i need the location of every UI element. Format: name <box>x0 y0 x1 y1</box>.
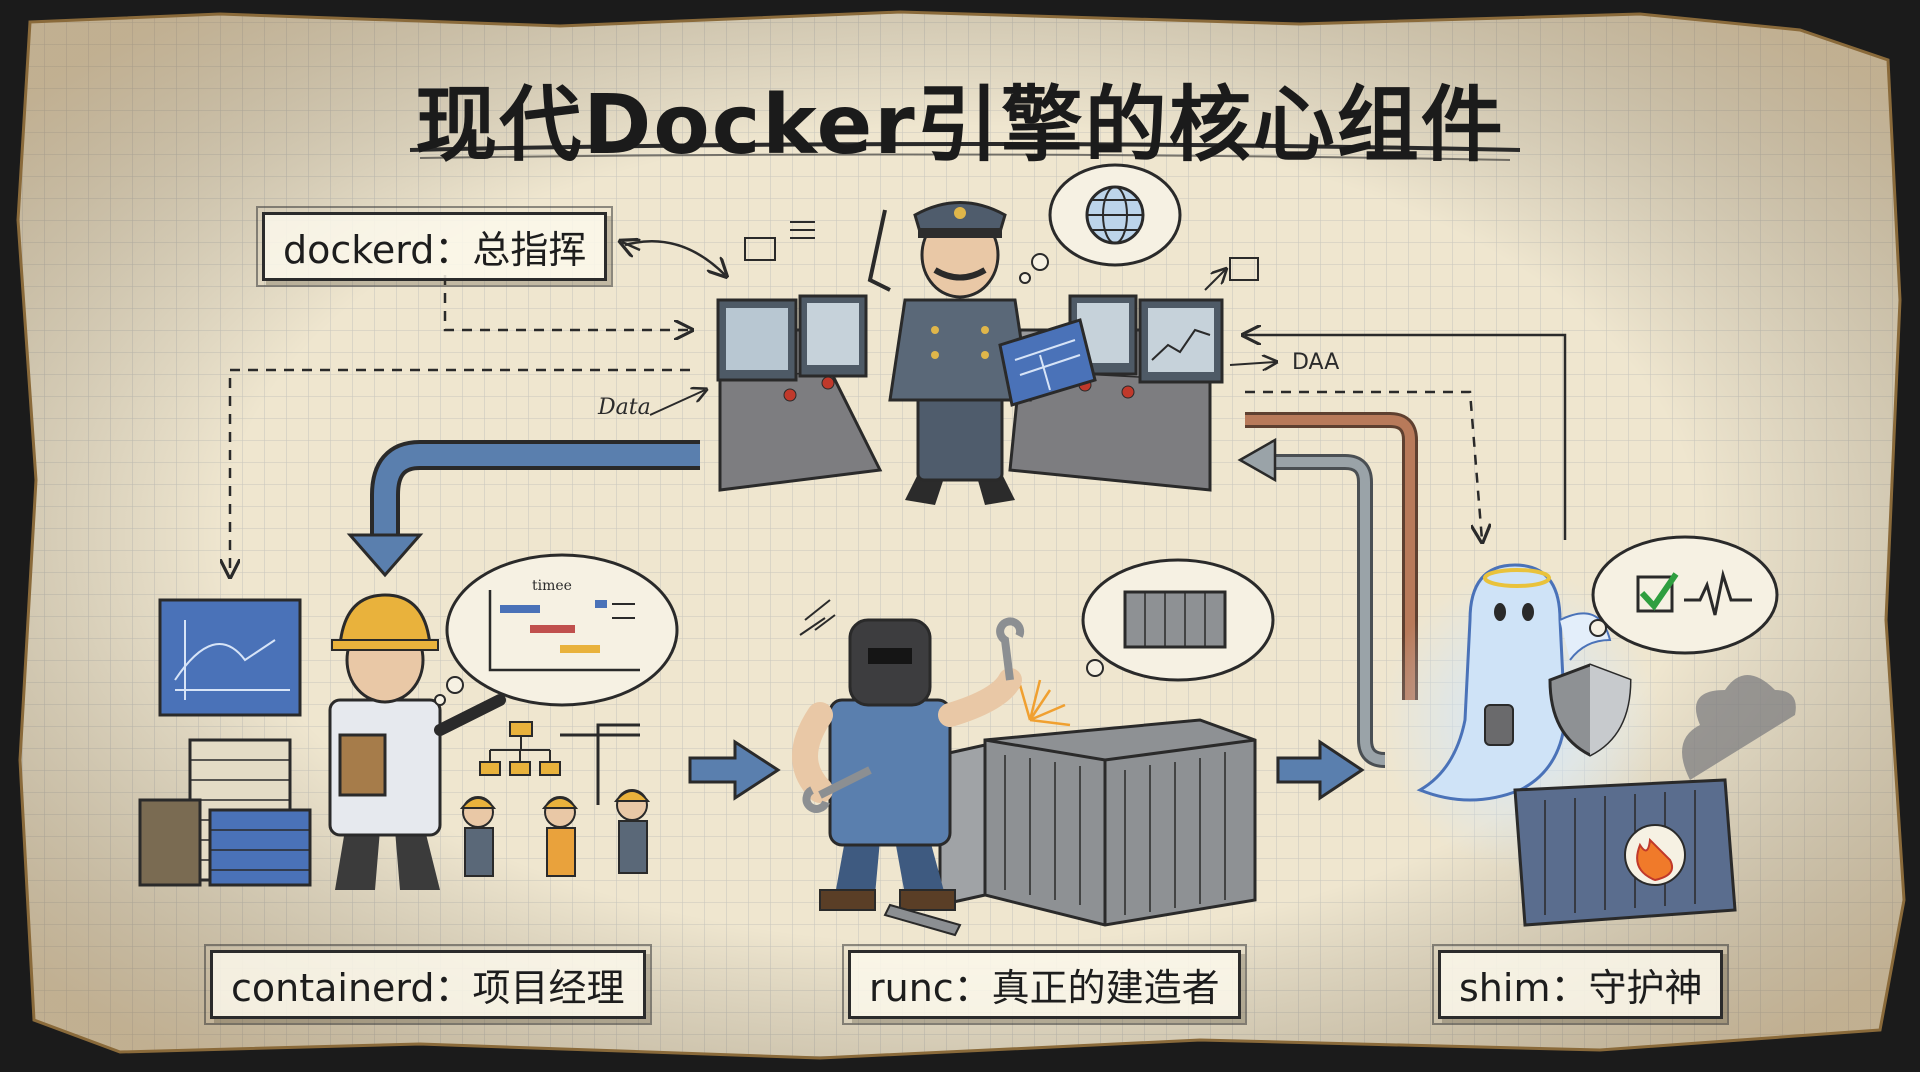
label-dockerd: dockerd：总指挥 <box>255 206 614 287</box>
wrench-icon <box>802 766 872 813</box>
shipping-container-icon <box>983 718 1257 927</box>
conductor-baton-icon <box>867 209 891 292</box>
checkmark-icon <box>1639 572 1679 611</box>
runc-builder <box>792 558 1275 937</box>
flame-icon <box>1636 837 1674 882</box>
containerd-project-manager <box>138 553 679 890</box>
label-shim: shim：守护神 <box>1431 944 1730 1025</box>
data-annotation: Data <box>598 395 651 420</box>
heartbeat-icon <box>1684 569 1752 616</box>
dockerd-command-center <box>716 163 1259 505</box>
globe-icon <box>1085 185 1145 245</box>
flow-arrow-runc-to-shim <box>1276 739 1365 801</box>
daa-annotation: DAA <box>1292 350 1340 375</box>
shim-guardian <box>1380 535 1796 927</box>
flow-arrow-containerd-to-runc <box>688 739 781 801</box>
label-containerd: containerd：项目经理 <box>204 944 652 1025</box>
timee-annotation: timee <box>532 578 572 594</box>
page-title: 现代Docker引擎的核心组件 <box>415 78 1505 173</box>
ghost-angel-icon <box>1416 563 1567 802</box>
label-runc: runc：真正的建造者 <box>842 944 1247 1025</box>
commander-figure <box>867 201 1097 505</box>
hardhat-icon <box>338 593 432 647</box>
